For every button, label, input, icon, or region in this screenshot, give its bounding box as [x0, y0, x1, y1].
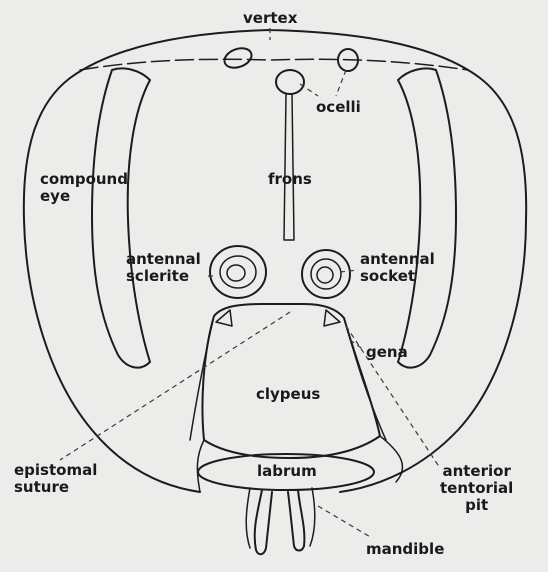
left-compound-eye [92, 68, 150, 367]
leader-ocelli-2 [336, 70, 346, 96]
label-ocelli: ocelli [316, 99, 361, 116]
antennal-sclerite-left [210, 246, 266, 298]
head-capsule-outline [24, 30, 526, 492]
gena-margin-right [380, 436, 403, 482]
ocellus-left [222, 45, 254, 71]
label-antennal-sclerite-line2: sclerite [126, 268, 201, 285]
frontal-line [284, 94, 294, 240]
leader-ocelli-1 [300, 84, 318, 96]
mandible-left-edge [246, 488, 250, 548]
label-anterior-tentorial-pit-line2: tentorial [440, 480, 513, 497]
label-antennal-socket: antennal socket [360, 251, 435, 285]
label-anterior-tentorial-pit-line3: pit [440, 497, 513, 514]
vertex-ridge [80, 59, 468, 70]
ocellus-median [276, 70, 304, 94]
mandible-right-edge [310, 488, 315, 546]
label-antennal-socket-line2: socket [360, 268, 435, 285]
antennal-socket-right [311, 259, 341, 289]
label-epistomal-suture-line2: suture [14, 479, 97, 496]
label-anterior-tentorial-pit: anterior tentorial pit [440, 463, 513, 514]
label-labrum: labrum [257, 463, 317, 480]
antennal-sclerite-right [302, 250, 350, 298]
label-antennal-sclerite-line1: antennal [126, 251, 201, 268]
leader-mandible [318, 506, 372, 538]
antennal-socket-right-inner [317, 267, 333, 283]
label-gena: gena [366, 344, 408, 361]
label-epistomal-suture: epistomal suture [14, 462, 97, 496]
clypeus-outline [202, 304, 380, 458]
label-vertex: vertex [243, 10, 297, 27]
antennal-socket-left [220, 256, 256, 288]
label-antennal-socket-line1: antennal [360, 251, 435, 268]
label-mandible: mandible [366, 541, 444, 558]
label-anterior-tentorial-pit-line1: anterior [440, 463, 513, 480]
mandible-right [288, 490, 304, 551]
label-compound-eye-line1: compound [40, 171, 128, 188]
mandible-left [255, 490, 272, 554]
label-compound-eye-line2: eye [40, 188, 128, 205]
label-frons: frons [268, 171, 312, 188]
antennal-socket-left-inner [227, 265, 245, 281]
label-epistomal-suture-line1: epistomal [14, 462, 97, 479]
label-compound-eye: compound eye [40, 171, 128, 205]
label-antennal-sclerite: antennal sclerite [126, 251, 201, 285]
label-clypeus: clypeus [256, 386, 320, 403]
right-compound-eye [398, 68, 456, 367]
